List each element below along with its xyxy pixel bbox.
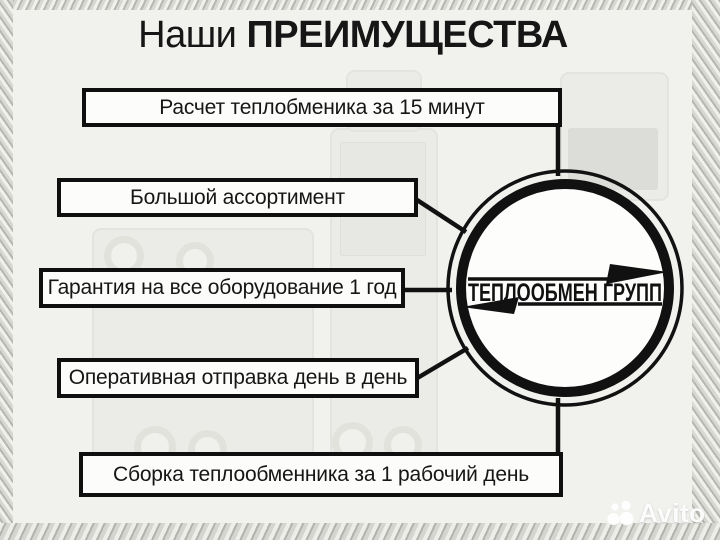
page-title: Наши ПРЕИМУЩЕСТВА [0,14,706,57]
logo-inner-circle [456,179,674,397]
connector-line-4 [412,346,470,382]
logo-outer-circle [446,169,684,407]
title-emphasis: ПРЕИМУЩЕСТВА [246,14,568,56]
avito-logo-icon [607,500,634,525]
avito-watermark-text: Avito [639,498,706,528]
advantage-label: Сборка теплообменника за 1 рабочий день [113,462,529,486]
advantage-box-4: Оперативная отправка день в день [57,358,419,398]
frame-border-bottom [0,523,720,540]
avito-watermark: Avito [606,498,706,529]
advantage-box-1: Расчет теплобменика за 15 минут [82,88,562,127]
advantage-label: Расчет теплобменика за 15 минут [159,95,485,119]
advantage-box-2: Большой ассортимент [57,178,418,217]
logo-arrow-left-icon [462,297,519,314]
frame-border-left [0,0,13,540]
advantage-box-5: Сборка теплообменника за 1 рабочий день [79,452,563,497]
advantage-label: Гарантия на все оборудование 1 год [47,276,397,299]
logo-text: ТЕПЛООБМЕН ГРУПП [468,279,662,307]
advantage-label: Большой ассортимент [130,185,345,209]
logo-arrow-right-icon [606,264,668,284]
connector-line-2 [412,196,468,234]
frame-border-top [0,0,720,10]
frame-border-right [692,0,720,540]
advantage-label: Оперативная отправка день в день [68,366,408,389]
title-prefix: Наши [138,14,237,56]
logo-flow-arrows [462,264,668,314]
connector-lines [402,125,561,454]
advantage-box-3: Гарантия на все оборудование 1 год [39,268,405,308]
